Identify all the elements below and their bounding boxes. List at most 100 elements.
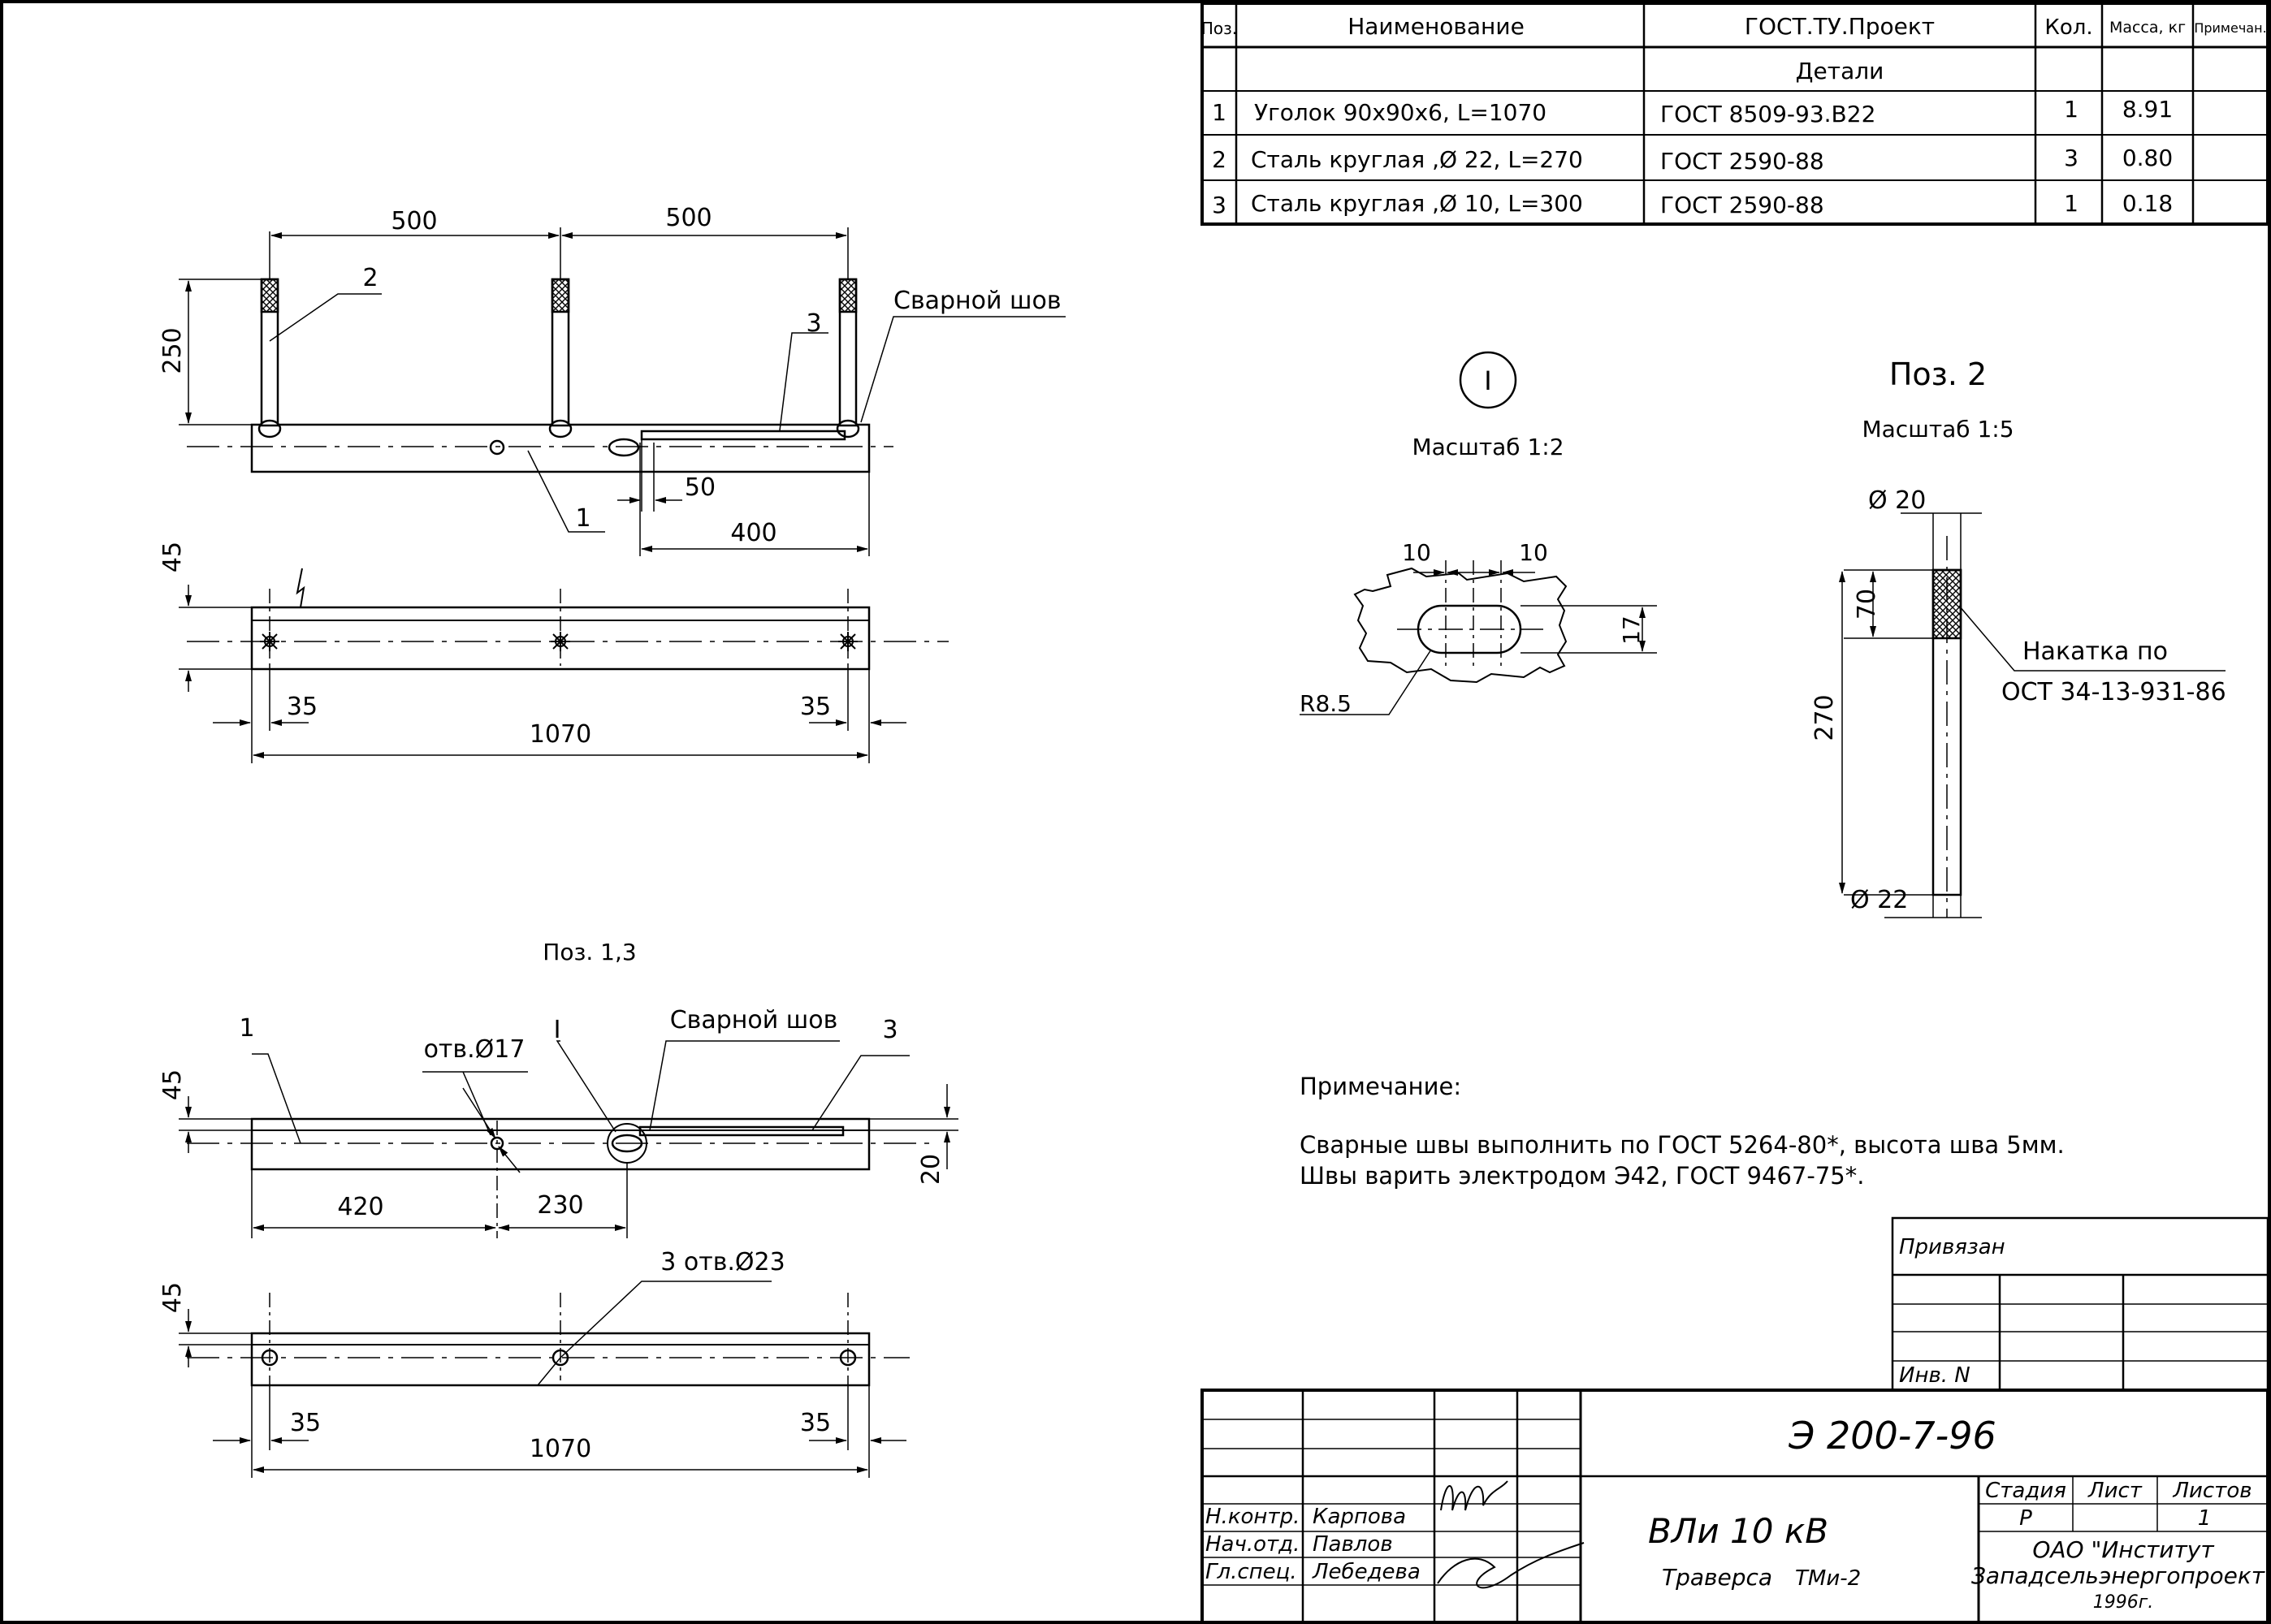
pos2-view bbox=[1839, 512, 2226, 918]
spec-row-3-qty: 1 bbox=[2064, 190, 2079, 217]
spec-header-qty: Кол. bbox=[2044, 15, 2092, 40]
spec-row-2-name: Сталь круглая ,Ø 22, L=270 bbox=[1251, 146, 1583, 173]
bar-pos-3 bbox=[640, 430, 846, 441]
spec-row-1-name: Уголок 90х90х6, L=1070 bbox=[1254, 99, 1546, 126]
pos13-label-3: 3 bbox=[882, 1016, 898, 1044]
spec-header-note: Примечан. bbox=[2194, 20, 2266, 36]
spec-row-2-gost: ГОСТ 2590-88 bbox=[1660, 148, 1824, 175]
pos-label-1: 1 bbox=[575, 504, 590, 533]
plan-view-bottom bbox=[179, 1281, 910, 1478]
stud-middle bbox=[548, 278, 573, 438]
pos2-knurl-line2: ОСТ 34-13-931-86 bbox=[2001, 678, 2226, 706]
binding-title: Привязан bbox=[1899, 1235, 2005, 1259]
spec-header-gost: ГОСТ.ТУ.Проект bbox=[1745, 13, 1935, 40]
bottom-dim-45: 45 bbox=[158, 1282, 187, 1313]
stage-header: Стадия bbox=[1985, 1479, 2066, 1503]
spec-row-1-pos: 1 bbox=[1212, 99, 1226, 126]
doc-code: Э 200-7-96 bbox=[1788, 1414, 1996, 1458]
name-3: Лебедева bbox=[1312, 1560, 1421, 1584]
spec-header-pos: Поз. bbox=[1201, 19, 1237, 38]
spec-table bbox=[1200, 2, 2269, 226]
spec-row-2-qty: 3 bbox=[2064, 145, 2079, 171]
stud-right bbox=[836, 278, 860, 438]
detail-I-marker: I bbox=[1484, 365, 1491, 396]
pos13-slot bbox=[611, 1134, 643, 1153]
front-elevation-view bbox=[179, 227, 1066, 556]
name-1: Карпова bbox=[1313, 1505, 1406, 1529]
role-1: Н.контр. bbox=[1205, 1505, 1300, 1529]
weld-star-right bbox=[838, 632, 858, 651]
pos13-hole-label: отв.Ø17 bbox=[424, 1035, 526, 1064]
dim-500-right: 500 bbox=[665, 204, 712, 232]
plan-dim-45: 45 bbox=[158, 542, 187, 572]
spec-header-mass: Масса, кг bbox=[2109, 19, 2186, 37]
weld-star-left bbox=[260, 632, 279, 651]
note-line-1: Сварные швы выполнить по ГОСТ 5264-80*, … bbox=[1300, 1131, 2065, 1159]
weld-star-middle bbox=[551, 632, 570, 651]
org-line-1: ОАО "Институт bbox=[2032, 1536, 2214, 1563]
pos2-knurl-line1: Накатка по bbox=[2022, 637, 2168, 666]
spec-row-2-mass: 0.80 bbox=[2122, 145, 2173, 171]
spec-row-3-gost: ГОСТ 2590-88 bbox=[1660, 192, 1824, 218]
slot-hole bbox=[608, 438, 640, 457]
detail-I-marker-circle bbox=[1459, 351, 1517, 409]
spec-row-2-pos: 2 bbox=[1212, 146, 1226, 173]
bottom-dim-1070: 1070 bbox=[530, 1435, 591, 1463]
role-3: Гл.спец. bbox=[1205, 1560, 1297, 1584]
hole-17 bbox=[489, 439, 505, 456]
bottom-holes-label: 3 отв.Ø23 bbox=[660, 1248, 785, 1276]
pos13-callout-I: I bbox=[554, 1016, 561, 1044]
pos2-scale: Масштаб 1:5 bbox=[1862, 416, 2014, 443]
pos13-bar-3 bbox=[638, 1125, 845, 1137]
pos13-weld-label: Сварной шов bbox=[670, 1006, 838, 1034]
name-2: Павлов bbox=[1313, 1532, 1393, 1557]
detail-I-dim-10-left: 10 bbox=[1402, 539, 1431, 566]
role-2: Нач.отд. bbox=[1205, 1532, 1300, 1557]
pos13-dim-420: 420 bbox=[337, 1193, 383, 1221]
pos13-dim-20: 20 bbox=[917, 1154, 945, 1185]
detail-I-radius: R8.5 bbox=[1300, 690, 1352, 717]
pos13-dim-45: 45 bbox=[158, 1069, 187, 1100]
bottom-dim-35-left: 35 bbox=[290, 1409, 321, 1437]
product-name: ВЛи 10 кВ bbox=[1648, 1511, 1828, 1551]
spec-row-1-gost: ГОСТ 8509-93.В22 bbox=[1660, 101, 1875, 127]
detail-I-view bbox=[1300, 351, 1657, 715]
sheets-header: Листов bbox=[2172, 1479, 2252, 1503]
dim-500-left: 500 bbox=[391, 207, 437, 235]
pos2-dia-22: Ø 22 bbox=[1850, 886, 1908, 914]
spec-header-name: Наименование bbox=[1347, 13, 1525, 40]
dim-400: 400 bbox=[730, 519, 776, 547]
plan-dim-1070: 1070 bbox=[530, 720, 591, 749]
pos13-view bbox=[179, 1040, 958, 1238]
note-line-2: Швы варить электродом Э42, ГОСТ 9467-75*… bbox=[1300, 1162, 1864, 1190]
pos2-dia-20: Ø 20 bbox=[1868, 486, 1926, 515]
title-block bbox=[1200, 1389, 2269, 1624]
dim-50: 50 bbox=[685, 473, 716, 502]
sheets-value: 1 bbox=[2198, 1506, 2212, 1531]
org-line-2: Западсельэнергопроект" bbox=[1971, 1562, 2271, 1589]
item-code: ТМи-2 bbox=[1795, 1566, 1861, 1591]
pos13-title: Поз. 1,3 bbox=[543, 939, 636, 965]
binding-inv: Инв. N bbox=[1899, 1363, 1970, 1388]
plan-view-top bbox=[179, 568, 949, 763]
detail-I-scale: Масштаб 1:2 bbox=[1412, 434, 1564, 460]
stud-left bbox=[257, 278, 282, 438]
spec-row-1-qty: 1 bbox=[2064, 96, 2079, 123]
pos-label-3: 3 bbox=[806, 309, 821, 338]
plan-dim-35-left: 35 bbox=[287, 693, 318, 721]
detail-I-dim-17: 17 bbox=[1618, 615, 1645, 645]
pos13-dim-230: 230 bbox=[537, 1191, 583, 1220]
signature-1 bbox=[1440, 1480, 1508, 1511]
dim-250: 250 bbox=[158, 327, 187, 374]
sheet-header: Лист bbox=[2087, 1479, 2143, 1503]
pos2-dim-270: 270 bbox=[1810, 694, 1839, 741]
bottom-dim-35-right: 35 bbox=[800, 1409, 831, 1437]
spec-row-3-mass: 0.18 bbox=[2122, 190, 2173, 217]
spec-section-details: Детали bbox=[1796, 58, 1884, 84]
weld-label-top: Сварной шов bbox=[893, 287, 1062, 315]
spec-row-3-pos: 3 bbox=[1212, 192, 1226, 218]
stage-value: Р bbox=[2019, 1506, 2032, 1531]
item-name: Траверса bbox=[1662, 1564, 1772, 1591]
